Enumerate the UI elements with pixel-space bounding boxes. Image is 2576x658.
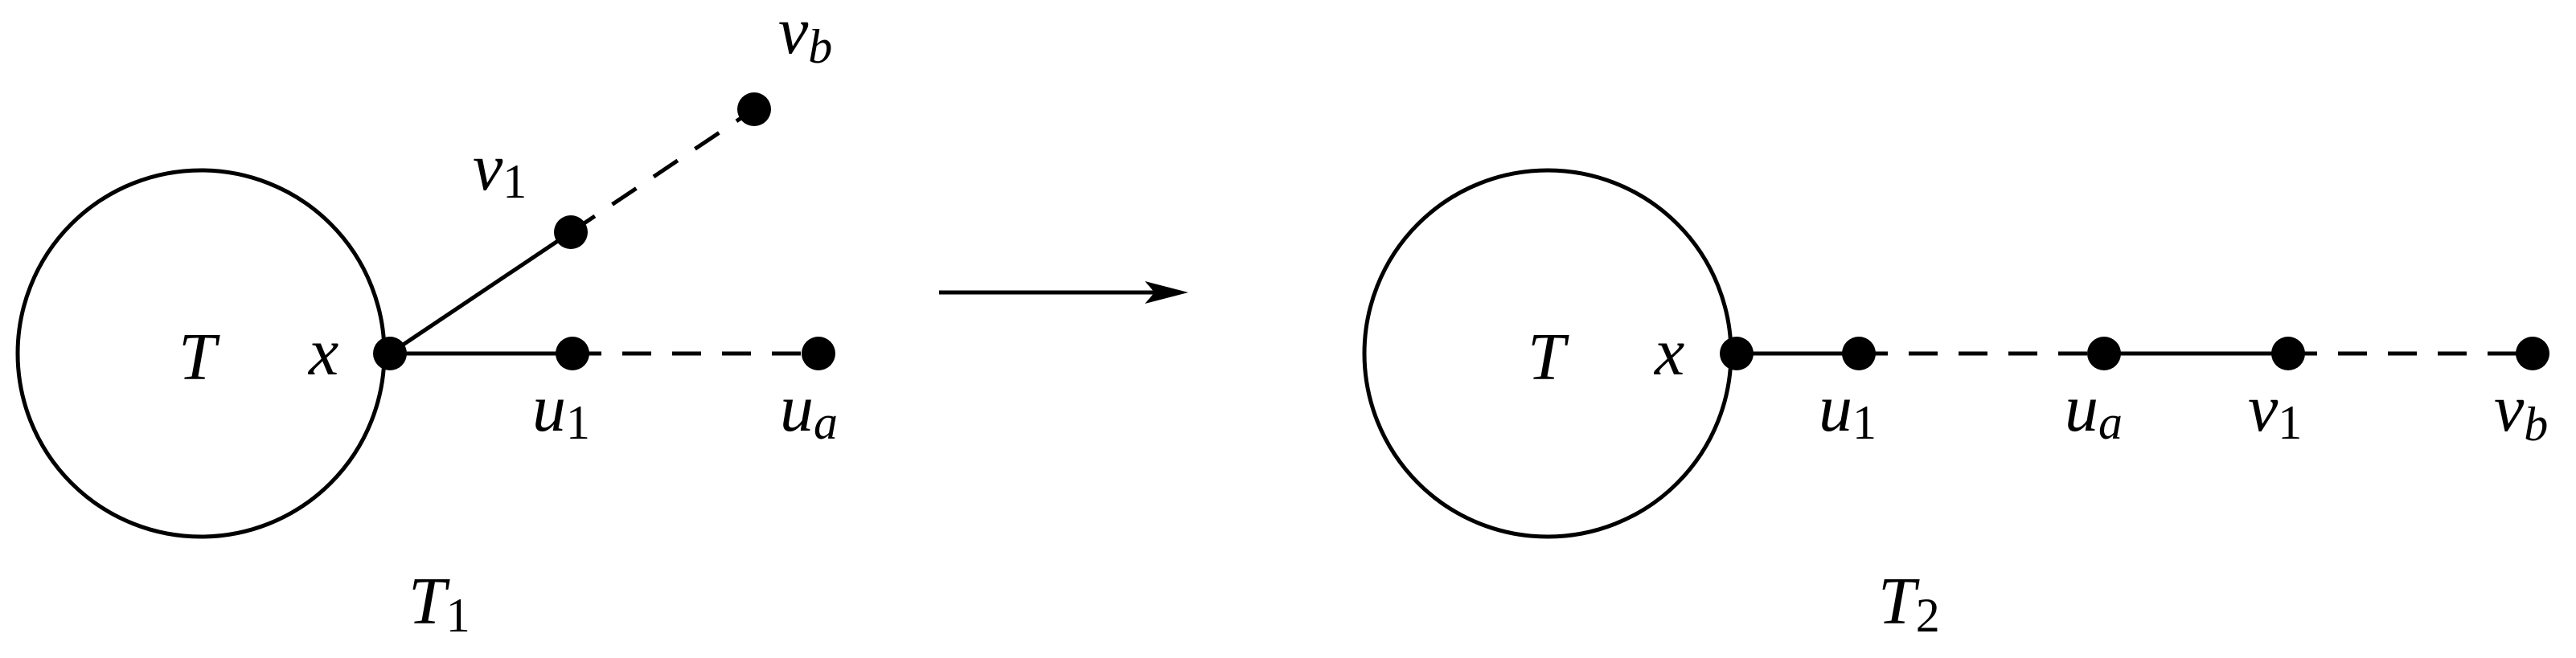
right-vertex-vb (2516, 337, 2549, 370)
left-label-vb: vb (778, 0, 832, 73)
right-vertex-ua (2087, 337, 2121, 370)
left-vertex-ua (802, 337, 835, 370)
left-vertex-vb (737, 92, 771, 126)
left-label-v1: v1 (473, 130, 527, 208)
right-label-root: x (1653, 315, 1684, 390)
left-caption: T1 (408, 564, 470, 642)
right-vertex-x (1720, 337, 1754, 370)
left-label-tree: T (178, 320, 220, 394)
left-graph: T x v1 vb u1 ua T1 (15, 0, 838, 642)
left-edge-v1-vb (569, 107, 756, 235)
right-label-u1: u1 (1819, 371, 1877, 449)
left-vertex-v1 (554, 215, 588, 249)
right-label-v1: v1 (2248, 371, 2302, 449)
left-vertex-u1 (556, 337, 589, 370)
right-label-tree: T (1528, 320, 1569, 394)
left-label-root: x (307, 315, 338, 390)
transform-arrow-icon (939, 281, 1188, 304)
left-label-u1: u1 (532, 371, 590, 449)
left-label-ua: ua (780, 371, 838, 449)
left-vertex-x (373, 337, 407, 370)
right-graph: T x u1 ua v1 vb T2 (1362, 168, 2549, 642)
left-edge-x-v1 (388, 230, 572, 356)
right-label-vb: vb (2494, 371, 2548, 451)
right-vertex-v1 (2271, 337, 2305, 370)
right-vertex-u1 (1842, 337, 1876, 370)
right-label-ua: ua (2065, 371, 2123, 449)
right-caption: T2 (1878, 564, 1940, 642)
